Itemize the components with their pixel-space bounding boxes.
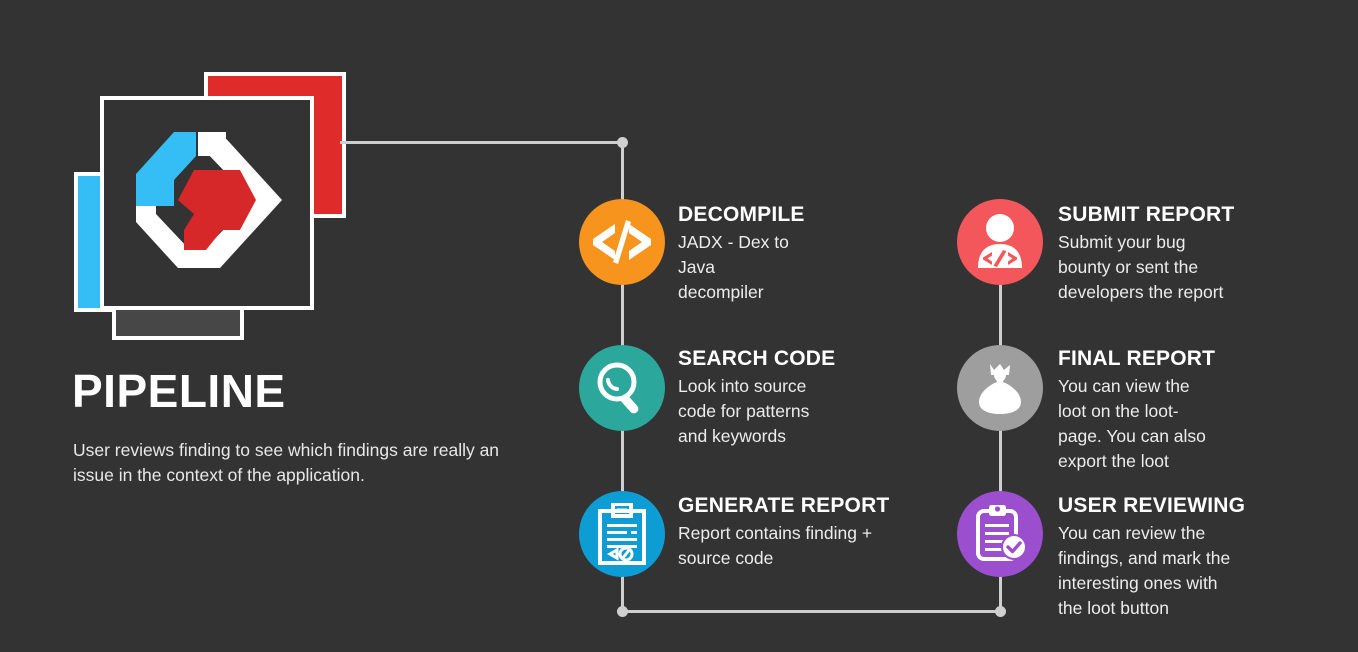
connector-logo-to-decompile (340, 141, 624, 144)
connector-down-to-decompile (621, 141, 624, 201)
step-description: You can view the loot on the loot-page. … (1058, 376, 1206, 471)
connector-bottom-to-user-reviewing (999, 576, 1002, 613)
step-title: SEARCH CODE (678, 347, 836, 370)
clipboard-check-icon (957, 491, 1043, 577)
connector-final-to-user-reviewing (999, 430, 1002, 492)
connector-search-to-generate (621, 430, 624, 492)
step-description: Submit your bug bounty or sent the devel… (1058, 232, 1224, 302)
money-bag-icon (957, 345, 1043, 431)
page-subtitle: User reviews finding to see which findin… (73, 440, 500, 486)
step-user-reviewing-text: USER REVIEWING You can review the findin… (1058, 494, 1245, 620)
clipboard-report-icon (579, 491, 665, 577)
hexagon-code-logo-icon (136, 132, 282, 268)
connector-decompile-to-search (621, 284, 624, 346)
step-title: SUBMIT REPORT (1058, 203, 1235, 226)
step-description: Report contains finding + source code (678, 523, 873, 568)
connector-bottom-cross (621, 610, 1003, 613)
page-title: PIPELINE (72, 365, 286, 417)
step-submit-report-text: SUBMIT REPORT Submit your bug bounty or … (1058, 203, 1234, 305)
step-decompile-text: DECOMPILE JADX - Dex to Java decompiler (678, 203, 805, 305)
step-title: FINAL REPORT (1058, 347, 1216, 370)
step-description: JADX - Dex to Java decompiler (678, 232, 789, 302)
connector-submit-to-final (999, 284, 1002, 346)
step-generate-report-text: GENERATE REPORT Report contains finding … (678, 494, 889, 571)
step-description: You can review the findings, and mark th… (1058, 523, 1231, 618)
magnifying-glass-icon (579, 345, 665, 431)
step-title: DECOMPILE (678, 203, 805, 226)
connector-generate-to-bottom (621, 576, 624, 613)
step-title: GENERATE REPORT (678, 494, 890, 517)
step-final-report-text: FINAL REPORT You can view the loot on th… (1058, 347, 1215, 473)
code-brackets-icon (579, 199, 665, 285)
step-title: USER REVIEWING (1058, 494, 1246, 517)
user-developer-icon (957, 199, 1043, 285)
step-search-code-text: SEARCH CODE Look into source code for pa… (678, 347, 835, 449)
step-description: Look into source code for patterns and k… (678, 376, 810, 446)
connector-dot-bottom-left (617, 606, 628, 617)
